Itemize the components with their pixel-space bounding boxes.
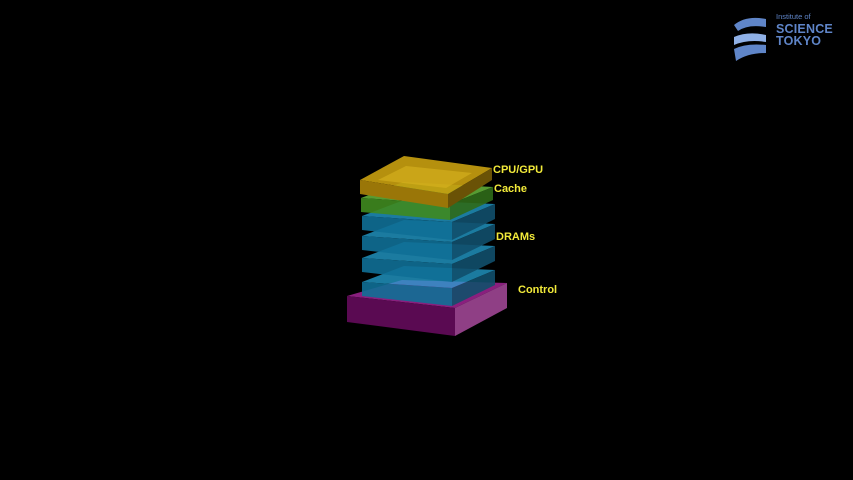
logo-line-science: SCIENCE — [776, 21, 833, 36]
institute-logo-text: Institute of SCIENCE TOKYO — [776, 13, 833, 48]
logo-line-tokyo: TOKYO — [776, 34, 822, 48]
institute-logo: Institute of SCIENCE TOKYO — [732, 13, 842, 63]
cpu-gpu-label: CPU/GPU — [493, 164, 543, 176]
control-label: Control — [518, 284, 557, 296]
institute-logo-mark-icon — [734, 17, 766, 61]
control-front-face — [347, 296, 455, 336]
cache-label: Cache — [494, 183, 527, 195]
logo-line-institute-of: Institute of — [776, 12, 811, 21]
control-right-face — [455, 283, 507, 336]
drams-label: DRAMs — [496, 231, 535, 243]
cpu-gpu-layer — [360, 156, 492, 208]
